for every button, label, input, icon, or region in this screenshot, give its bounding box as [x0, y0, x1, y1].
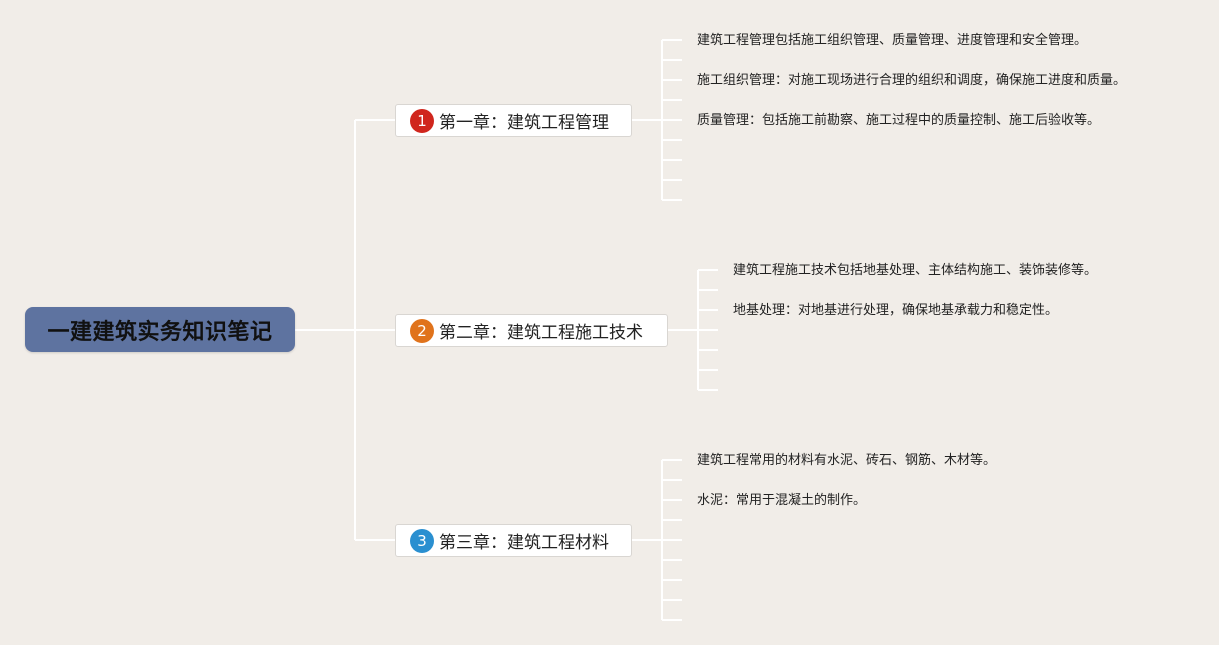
chapter-node-3[interactable]: 3 第三章：建筑工程材料: [395, 524, 632, 557]
chapter-title: 第一章：建筑工程管理: [439, 113, 609, 133]
note-text[interactable]: 施工组织管理：对施工现场进行合理的组织和调度，确保施工进度和质量。: [697, 73, 1127, 88]
number-badge-icon: 3: [410, 528, 434, 553]
chapter-node-2[interactable]: 2 第二章：建筑工程施工技术: [395, 314, 668, 347]
chapter-title: 第二章：建筑工程施工技术: [439, 323, 643, 343]
chapter-node-1[interactable]: 1 第一章：建筑工程管理: [395, 104, 632, 137]
note-text[interactable]: 建筑工程常用的材料有水泥、砖石、钢筋、木材等。: [697, 453, 997, 468]
note-text[interactable]: 水泥：常用于混凝土的制作。: [697, 493, 867, 508]
root-topic[interactable]: 一建建筑实务知识笔记: [25, 307, 295, 352]
chapter-title: 第三章：建筑工程材料: [439, 533, 609, 553]
note-text[interactable]: 建筑工程管理包括施工组织管理、质量管理、进度管理和安全管理。: [697, 33, 1088, 48]
note-text[interactable]: 质量管理：包括施工前勘察、施工过程中的质量控制、施工后验收等。: [697, 113, 1101, 128]
note-text[interactable]: 地基处理：对地基进行处理，确保地基承载力和稳定性。: [733, 303, 1059, 318]
number-badge-icon: 2: [410, 318, 434, 343]
note-text[interactable]: 建筑工程施工技术包括地基处理、主体结构施工、装饰装修等。: [733, 263, 1098, 278]
root-topic-title: 一建建筑实务知识笔记: [47, 319, 273, 345]
number-badge-icon: 1: [410, 108, 434, 133]
